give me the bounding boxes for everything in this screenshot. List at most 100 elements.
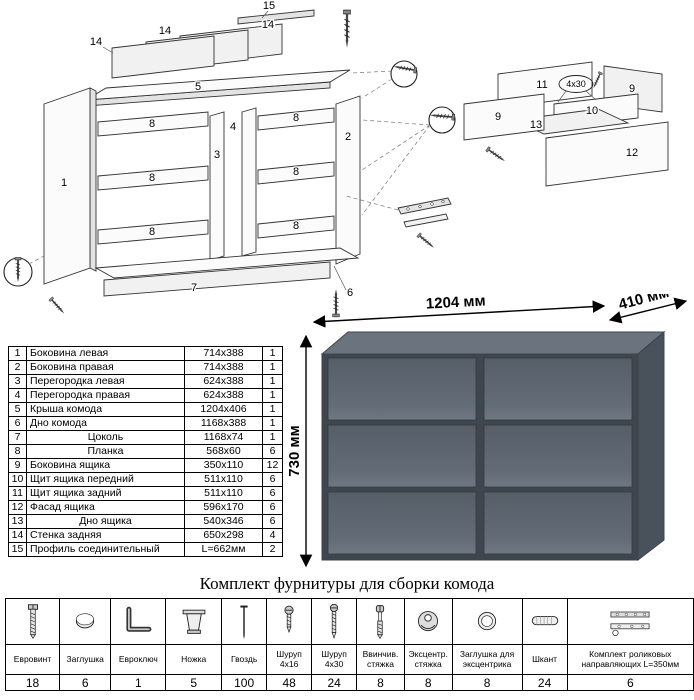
diagram-label-8: 8 — [293, 166, 299, 178]
drawer-front — [327, 357, 477, 421]
plank-8 — [97, 165, 209, 191]
part-size: 1168x388 — [184, 416, 263, 431]
width-dimension: 1204 мм — [312, 294, 606, 328]
part-size: 624x388 — [184, 374, 263, 389]
cam-cap-icon — [451, 598, 523, 645]
carcass-exploded-view — [43, 9, 361, 297]
plank-8 — [257, 215, 335, 239]
screw-icon — [416, 232, 437, 251]
part-name: Профиль соединительный — [26, 542, 185, 557]
part-number: 7 — [8, 430, 27, 445]
hardware-qty: 100 — [221, 674, 268, 691]
diagram-label-9: 9 — [629, 83, 635, 95]
hardware-qty: 5 — [165, 674, 223, 691]
diagram-label-8: 8 — [293, 220, 299, 232]
part-name: Дно комода — [26, 416, 185, 431]
hardware-qty: 24 — [521, 674, 568, 691]
diagram-label-8: 8 — [149, 118, 155, 130]
part-qty: 1 — [262, 388, 283, 403]
drawer-facade-12 — [545, 121, 669, 187]
diagram-label-8: 8 — [149, 226, 155, 238]
callout-circle — [428, 106, 456, 134]
part-name: Стенка задняя — [26, 528, 185, 543]
drawer-exploded-view — [463, 61, 669, 187]
diagram-label-4x30: 4x30 — [566, 79, 586, 89]
part-name: Перегородка левая — [26, 374, 185, 389]
hardware-name: Заглушка для эксцентрика — [451, 644, 523, 675]
diagram-label-4: 4 — [230, 121, 236, 133]
diagram-label-14: 14 — [159, 25, 171, 37]
hardware-name: Ножка — [165, 644, 223, 675]
part-size: 1204x406 — [184, 402, 263, 417]
hardware-qty: 8 — [356, 674, 405, 691]
part-size: 1168x74 — [184, 430, 263, 445]
screw-long-icon — [311, 598, 358, 645]
long-screw-icon — [342, 8, 352, 50]
hardware-qty: 48 — [266, 674, 313, 691]
diagram-label-3: 3 — [214, 149, 220, 161]
hardware-qty: 8 — [451, 674, 523, 691]
left-side-edge — [89, 87, 97, 272]
cam-lock-icon — [403, 598, 453, 645]
hex-key-icon — [110, 598, 167, 645]
height-dimension-label: 730 мм — [288, 425, 303, 476]
diagram-label-9: 9 — [495, 111, 501, 123]
callout-circle — [390, 60, 418, 88]
plinth-7 — [103, 261, 331, 297]
part-qty: 4 — [262, 528, 283, 543]
bottom-panel-6 — [94, 247, 360, 279]
depth-dimension: 410 мм — [608, 294, 688, 324]
drawer-front — [327, 491, 477, 555]
plank-8 — [257, 161, 335, 185]
part-name: Крыша комода — [26, 402, 185, 417]
profile-15 — [237, 9, 315, 25]
hardware-qty: 24 — [311, 674, 358, 691]
hardware-name: Шуруп 4x30 — [311, 644, 358, 675]
diagram-label-11: 11 — [536, 79, 547, 91]
part-qty: 2 — [262, 542, 283, 557]
part-number: 15 — [8, 542, 27, 557]
hardware-qty: 1 — [110, 674, 167, 691]
screw-short-icon — [266, 598, 313, 645]
drawer-front — [327, 424, 477, 488]
diagram-label-12: 12 — [626, 147, 638, 159]
part-name: Фасад ящика — [26, 500, 185, 515]
drawer-front — [483, 357, 633, 421]
part-size: 714x388 — [184, 346, 263, 361]
part-number: 2 — [8, 360, 27, 375]
part-qty: 6 — [262, 444, 283, 459]
part-name: Боковина левая — [26, 346, 185, 361]
part-qty: 1 — [262, 346, 283, 361]
diagram-label-7: 7 — [191, 282, 197, 294]
euro-screw-icon — [4, 598, 61, 645]
diagram-label-10: 10 — [586, 105, 598, 117]
depth-dimension-label: 410 мм — [617, 294, 671, 314]
part-size: L=662мм — [184, 542, 263, 557]
diagram-label-13: 13 — [530, 119, 542, 131]
left-side-panel-1 — [43, 87, 91, 285]
screw-size-callout — [558, 75, 594, 93]
part-number: 12 — [8, 500, 27, 515]
part-number: 14 — [8, 528, 27, 543]
part-qty: 1 — [262, 360, 283, 375]
part-name: Щит ящика передний — [26, 472, 185, 487]
height-dimension: 730 мм — [288, 334, 313, 568]
part-size: 650x298 — [184, 528, 263, 543]
part-name: Перегородка правая — [26, 388, 185, 403]
part-name: Боковина ящика — [26, 458, 185, 473]
part-name: Планка — [26, 444, 185, 459]
part-qty: 6 — [262, 486, 283, 501]
cap-icon — [59, 598, 112, 645]
